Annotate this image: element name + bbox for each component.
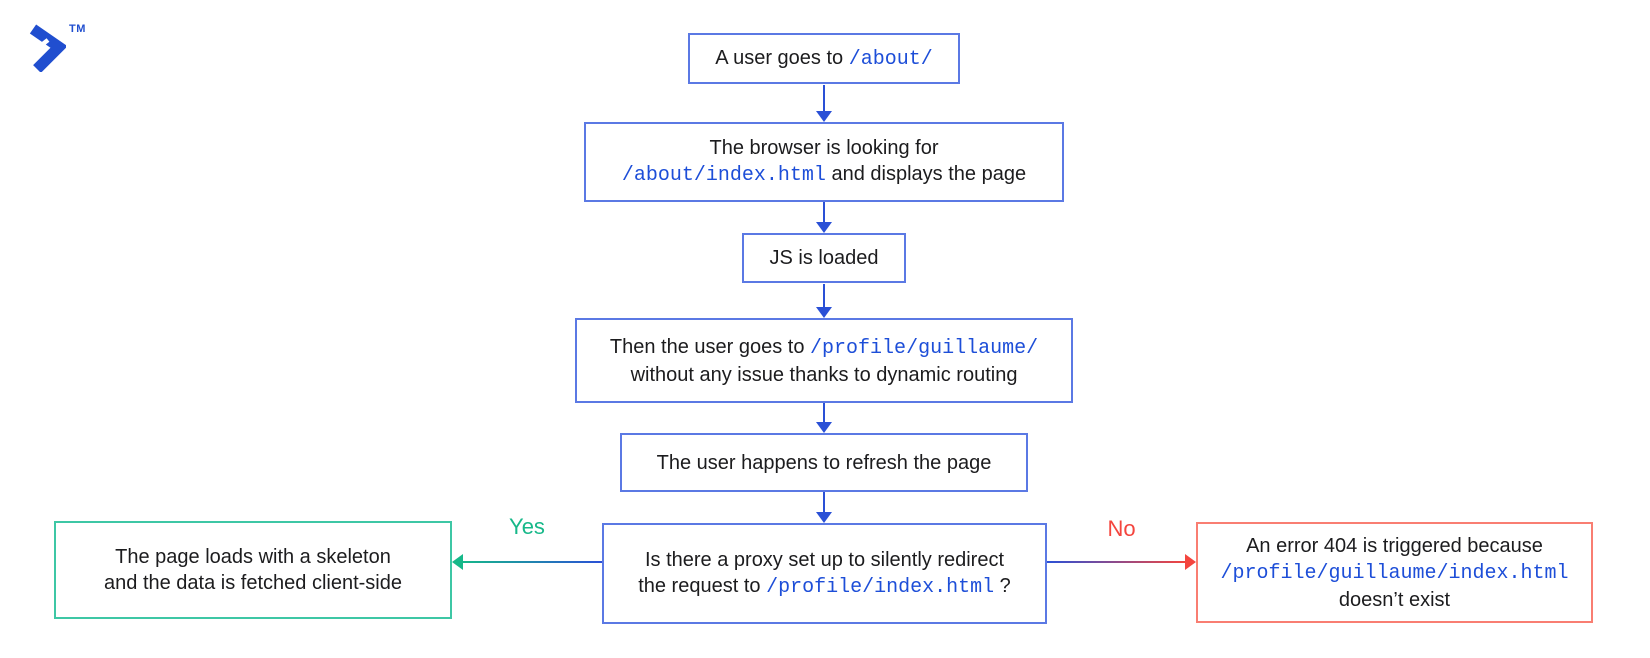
node-text-plain: Then the user goes to (609, 335, 811, 358)
node-text: The browser is looking for (709, 137, 939, 159)
arrow-line (823, 85, 825, 112)
node-404-result: An error 404 is triggered because /profi… (1196, 522, 1593, 623)
node-text: An error 404 is triggered because (1246, 534, 1543, 557)
arrow-line (823, 403, 825, 423)
node-text-plain: and displays the page (825, 163, 1027, 185)
yes-branch-label: Yes (509, 514, 545, 539)
arrow-js-to-profile (816, 284, 832, 318)
arrow-line (823, 492, 825, 513)
arrow-head-icon (816, 512, 832, 523)
trademark-text: TM (69, 23, 86, 35)
code-path: /profile/index.html (766, 575, 995, 599)
arrow-yes-branch (452, 554, 602, 570)
arrow-profile-to-refresh (816, 403, 832, 433)
node-text-plain: ? (994, 574, 1011, 597)
node-text: the request to /profile/index.html ? (638, 573, 1011, 601)
arrow-line (1047, 561, 1186, 563)
arrow-no-branch (1047, 554, 1196, 570)
node-text: JS is loaded (769, 247, 879, 269)
arrow-line (823, 202, 825, 223)
node-proxy-question: Is there a proxy set up to silently redi… (602, 523, 1047, 624)
no-branch-label: No (1107, 516, 1136, 541)
node-user-goes-to-profile: Then the user goes to /profile/guillaume… (575, 318, 1073, 403)
arrow-refresh-to-proxy (816, 492, 832, 523)
node-text: Then the user goes to /profile/guillaume… (610, 334, 1038, 362)
node-text: The page loads with a skeleton (115, 546, 391, 568)
node-text-plain: A user goes to (715, 46, 849, 69)
node-browser-looking-for-index: The browser is looking for /about/index.… (584, 122, 1064, 202)
code-path: /profile/guillaume/index.html (1220, 561, 1569, 585)
arrow-line (823, 284, 825, 308)
arrow-about-to-browser (816, 85, 832, 122)
arrow-head-icon (452, 554, 463, 570)
node-text: doesn’t exist (1338, 588, 1451, 611)
code-path: /about/index.html (621, 164, 826, 187)
node-js-loaded: JS is loaded (742, 233, 906, 283)
node-text: /about/index.html and displays the page (622, 161, 1026, 189)
code-path: /profile/guillaume/ (810, 336, 1039, 360)
node-text: The user happens to refresh the page (656, 451, 992, 474)
node-text-plain: the request to (638, 574, 767, 597)
node-user-refreshes-page: The user happens to refresh the page (620, 433, 1028, 492)
code-path: /about/ (848, 47, 933, 71)
node-text: and the data is fetched client-side (104, 572, 402, 594)
node-text: Is there a proxy set up to silently redi… (644, 548, 1005, 571)
arrow-head-icon (816, 222, 832, 233)
toptal-logo-icon (28, 24, 66, 72)
arrow-line (462, 561, 602, 563)
arrow-browser-to-js (816, 202, 832, 233)
toptal-logo: TM (28, 24, 86, 72)
arrow-head-icon (816, 111, 832, 122)
node-text: /profile/guillaume/index.html (1220, 559, 1568, 587)
arrow-head-icon (816, 422, 832, 433)
arrow-head-icon (816, 307, 832, 318)
node-text: A user goes to /about/ (715, 45, 932, 73)
node-skeleton-result: The page loads with a skeleton and the d… (54, 521, 452, 619)
arrow-head-icon (1185, 554, 1196, 570)
node-user-goes-to-about: A user goes to /about/ (688, 33, 960, 84)
node-text: without any issue thanks to dynamic rout… (630, 363, 1018, 386)
